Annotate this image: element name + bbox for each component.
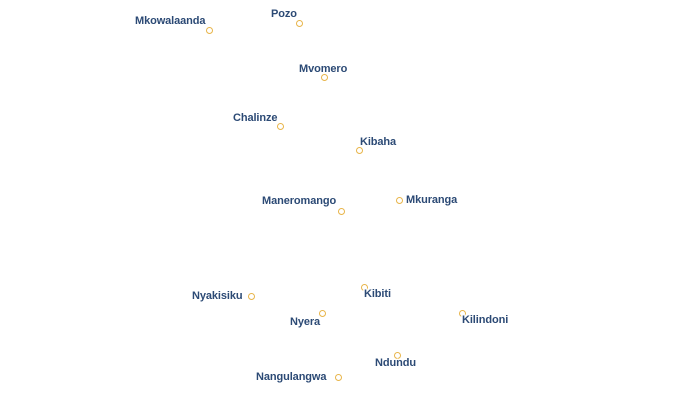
place-marker[interactable] xyxy=(396,197,403,204)
place-label: Ndundu xyxy=(375,357,416,369)
place-label: Nangulangwa xyxy=(256,371,327,383)
place-label: Nyera xyxy=(290,316,321,328)
place-marker[interactable] xyxy=(296,20,303,27)
place-marker[interactable] xyxy=(361,284,368,291)
place-marker[interactable] xyxy=(206,27,213,34)
place-label: Mkuranga xyxy=(406,194,458,206)
place-marker[interactable] xyxy=(321,74,328,81)
place-marker[interactable] xyxy=(335,374,342,381)
place-label: Kibiti xyxy=(364,288,391,300)
place-marker[interactable] xyxy=(356,147,363,154)
place-marker[interactable] xyxy=(248,293,255,300)
place-marker[interactable] xyxy=(319,310,326,317)
place-marker[interactable] xyxy=(338,208,345,215)
place-label: Mkowalaanda xyxy=(135,15,206,27)
place-marker[interactable] xyxy=(394,352,401,359)
place-marker[interactable] xyxy=(277,123,284,130)
place-label: Maneromango xyxy=(262,195,337,207)
place-marker[interactable] xyxy=(459,310,466,317)
place-label: Nyakisiku xyxy=(192,290,243,302)
place-label: Pozo xyxy=(271,8,297,20)
place-label: Kibaha xyxy=(360,136,397,148)
place-label: Mvomero xyxy=(299,63,348,75)
place-label: Kilindoni xyxy=(462,314,509,326)
place-label: Chalinze xyxy=(233,112,278,124)
